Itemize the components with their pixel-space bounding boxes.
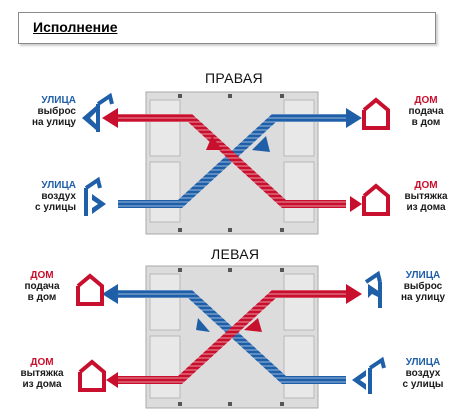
lv-bottom-right-line-2: воздух xyxy=(405,368,441,379)
rv-bottom-left-label: УЛИЦА воздух с улицы xyxy=(14,180,76,213)
rv-top-left-label: УЛИЦА выброс на улицу xyxy=(14,95,76,128)
rv-top-right-line-2: подача xyxy=(408,106,444,117)
right-version-title: ПРАВАЯ xyxy=(205,70,263,86)
lv-top-left-label: ДОМ подача в дом xyxy=(14,270,70,303)
rv-bottom-left-line-1: УЛИЦА xyxy=(41,180,76,191)
rv-top-left-line-3: на улицу xyxy=(31,117,76,128)
rv-bottom-right-line-1: ДОМ xyxy=(414,180,438,191)
lv-top-right-label: УЛИЦА выброс на улицу xyxy=(392,270,454,303)
lv-top-left-line-2: подача xyxy=(24,281,60,292)
lv-top-left-house-icon xyxy=(76,273,104,306)
lv-bottom-left-house-icon xyxy=(78,359,118,392)
lv-top-right-line-2: выброс xyxy=(403,281,443,292)
rv-bottom-left-hood-icon xyxy=(84,176,106,216)
lv-bottom-left-line-3: из дома xyxy=(22,379,62,390)
rv-bottom-right-line-3: из дома xyxy=(406,202,446,213)
lv-bottom-right-hood-icon xyxy=(352,356,386,394)
rv-top-left-line-1: УЛИЦА xyxy=(41,95,76,106)
lv-top-right-line-1: УЛИЦА xyxy=(405,270,441,281)
rv-top-right-line-3: в дом xyxy=(411,117,441,128)
rv-bottom-right-house-icon xyxy=(350,183,390,216)
lv-exhaust-flow-red xyxy=(118,284,362,384)
right-version-unit xyxy=(145,91,319,235)
rv-bottom-right-label: ДОМ вытяжка из дома xyxy=(398,180,454,213)
lv-bottom-right-line-1: УЛИЦА xyxy=(405,357,441,368)
lv-bottom-right-line-3: с улицы xyxy=(402,379,444,390)
header-title: Исполнение xyxy=(33,19,118,35)
rv-top-left-line-2: выброс xyxy=(37,106,76,117)
rv-top-right-label: ДОМ подача в дом xyxy=(398,95,454,128)
lv-top-right-hood-icon xyxy=(364,270,382,308)
rv-top-right-house-icon xyxy=(362,97,390,130)
lv-bottom-left-label: ДОМ вытяжка из дома xyxy=(14,357,70,390)
rv-top-right-line-1: ДОМ xyxy=(414,95,438,106)
rv-exhaust-flow-red xyxy=(102,108,346,208)
rv-top-left-hood-icon xyxy=(82,92,114,132)
lv-bottom-left-line-1: ДОМ xyxy=(30,357,54,368)
rv-bottom-right-line-2: вытяжка xyxy=(404,191,448,202)
lv-top-left-line-3: в дом xyxy=(27,292,57,303)
left-version-unit xyxy=(145,265,319,409)
rv-bottom-left-line-2: воздух xyxy=(41,191,76,202)
lv-bottom-left-line-2: вытяжка xyxy=(20,368,64,379)
lv-top-left-line-1: ДОМ xyxy=(30,270,54,281)
lv-top-right-line-3: на улицу xyxy=(400,292,446,303)
lv-bottom-right-label: УЛИЦА воздух с улицы xyxy=(392,357,454,390)
rv-bottom-left-line-3: с улицы xyxy=(35,202,76,213)
left-version-title: ЛЕВАЯ xyxy=(211,246,260,262)
header-box: Исполнение xyxy=(18,12,436,44)
